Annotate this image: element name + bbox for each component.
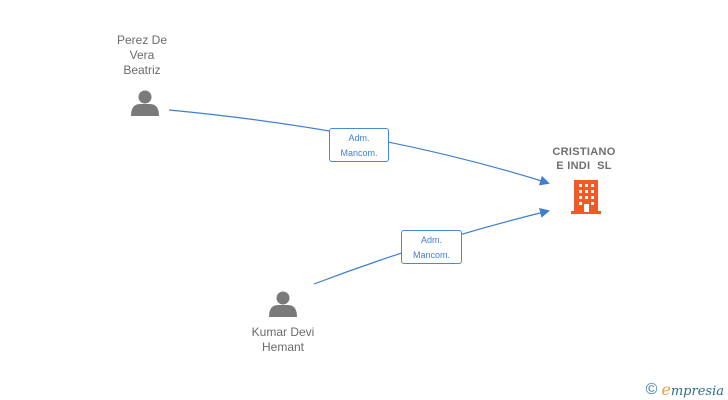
edge-label-adm-mancom[interactable]: Adm. Mancom. xyxy=(329,128,389,162)
edge-label-line: Adm. xyxy=(348,133,370,143)
edge-label-line: Mancom. xyxy=(340,148,378,158)
name-line: Hemant xyxy=(261,340,305,354)
company-name[interactable]: CRISTIANO E INDI SL xyxy=(536,145,632,173)
empresia-logo: empresia xyxy=(661,380,724,399)
company-name-line: E INDI SL xyxy=(556,160,612,172)
name-line: Beatriz xyxy=(123,63,161,77)
footer-brand[interactable]: © empresia xyxy=(646,380,724,399)
person-name-perez-de-vera-beatriz[interactable]: Perez De Vera Beatriz xyxy=(100,33,184,78)
company-name-line: CRISTIANO xyxy=(552,146,616,158)
name-line: Kumar Devi xyxy=(251,325,315,339)
copyright-icon: © xyxy=(645,380,658,398)
person-icon[interactable] xyxy=(131,90,159,117)
person-name-kumar-devi-hemant[interactable]: Kumar Devi Hemant xyxy=(233,325,333,355)
name-line: Perez De xyxy=(116,33,168,47)
edge-label-line: Mancom. xyxy=(412,250,450,260)
name-line: Vera xyxy=(129,48,155,62)
edge-label-adm-mancom[interactable]: Adm. Mancom. xyxy=(401,230,462,264)
building-icon[interactable] xyxy=(571,180,601,214)
brand-initial: e xyxy=(661,380,671,399)
edge-label-line: Adm. xyxy=(420,235,442,245)
person-icon[interactable] xyxy=(269,291,297,318)
brand-rest: mpresia xyxy=(670,384,724,399)
